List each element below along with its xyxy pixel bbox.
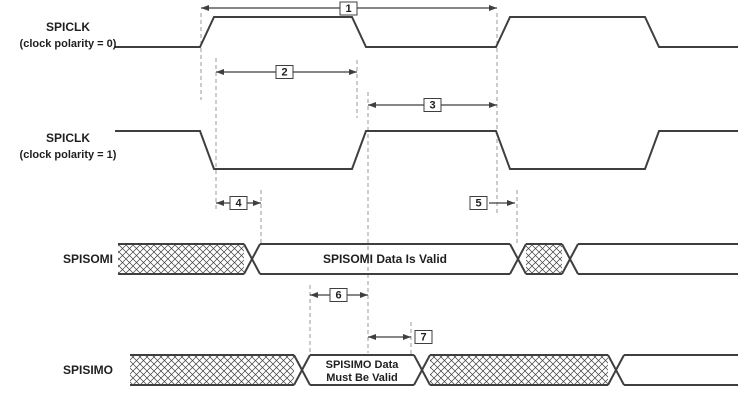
spisomi-transition-3: [561, 243, 579, 275]
measurement-6: 6: [310, 288, 368, 302]
measurement-7: 7: [368, 330, 433, 344]
spisomi-transition-1: [243, 243, 261, 275]
spisimo-transition-1: [293, 354, 311, 386]
spisomi-label: SPISOMI: [63, 252, 113, 266]
spisomi-transition-2: [509, 243, 527, 275]
spisomi-rails-right: [578, 243, 738, 275]
measurement-1: 1: [201, 1, 497, 16]
measurement-3: 3: [368, 98, 497, 112]
measurement-3-label: 3: [429, 100, 435, 112]
spisimo-label: SPISIMO: [63, 363, 113, 377]
spisimo-undefined-region: [130, 355, 294, 385]
spisomi-rails-mid: [526, 243, 562, 275]
spiclk-pol0-label: SPICLK: [46, 20, 90, 34]
spisomi-waveform: SPISOMI Data Is Valid: [118, 243, 738, 275]
spisomi-rails-left: [118, 243, 244, 275]
measurement-7-label: 7: [420, 332, 426, 344]
dashed-guides: [200, 13, 518, 354]
spisomi-undefined-region: [118, 244, 244, 274]
measurement-4: 4: [216, 196, 261, 210]
spisimo-waveform: SPISIMO Data Must Be Valid: [130, 354, 738, 386]
spisomi-undefined-region-2: [526, 244, 562, 274]
spiclk-pol0-waveform: [115, 16, 738, 48]
measurement-2-label: 2: [281, 67, 287, 79]
measurement-7-label-box: [414, 330, 433, 344]
measurement-4-label: 4: [235, 198, 242, 210]
spisomi-valid-rails: [260, 243, 510, 275]
measurement-6-label-box: [329, 288, 348, 302]
spisomi-valid-label: SPISOMI Data Is Valid: [323, 252, 447, 266]
spisimo-undefined-region-2: [430, 355, 608, 385]
spisimo-rails-mid: [430, 354, 608, 386]
spisimo-valid-label-line2: Must Be Valid: [326, 372, 398, 384]
spisimo-rails-right: [624, 354, 738, 386]
spisimo-rails-left: [130, 354, 294, 386]
measurement-5-label: 5: [475, 198, 481, 210]
spiclk-pol1-sublabel: (clock polarity = 1): [20, 149, 117, 161]
spiclk-pol1-label: SPICLK: [46, 131, 90, 145]
measurement-2-label-box: [275, 65, 294, 79]
measurement-1-label-box: [339, 1, 358, 16]
spisimo-transition-2: [413, 354, 431, 386]
spisimo-transition-3: [607, 354, 625, 386]
spisimo-valid-label-line1: SPISIMO Data: [326, 359, 400, 371]
spiclk-pol0-sublabel: (clock polarity = 0): [20, 38, 117, 50]
measurement-6-label: 6: [335, 290, 341, 302]
measurement-5: 5: [469, 196, 515, 210]
measurement-4-label-box: [229, 196, 248, 210]
spiclk-pol1-waveform: [115, 130, 738, 170]
measurement-2: 2: [216, 65, 357, 79]
measurement-5-label-box: [469, 196, 488, 210]
measurement-3-label-box: [423, 98, 442, 112]
spisimo-valid-rails: [310, 354, 414, 386]
measurement-1-label: 1: [345, 3, 351, 15]
